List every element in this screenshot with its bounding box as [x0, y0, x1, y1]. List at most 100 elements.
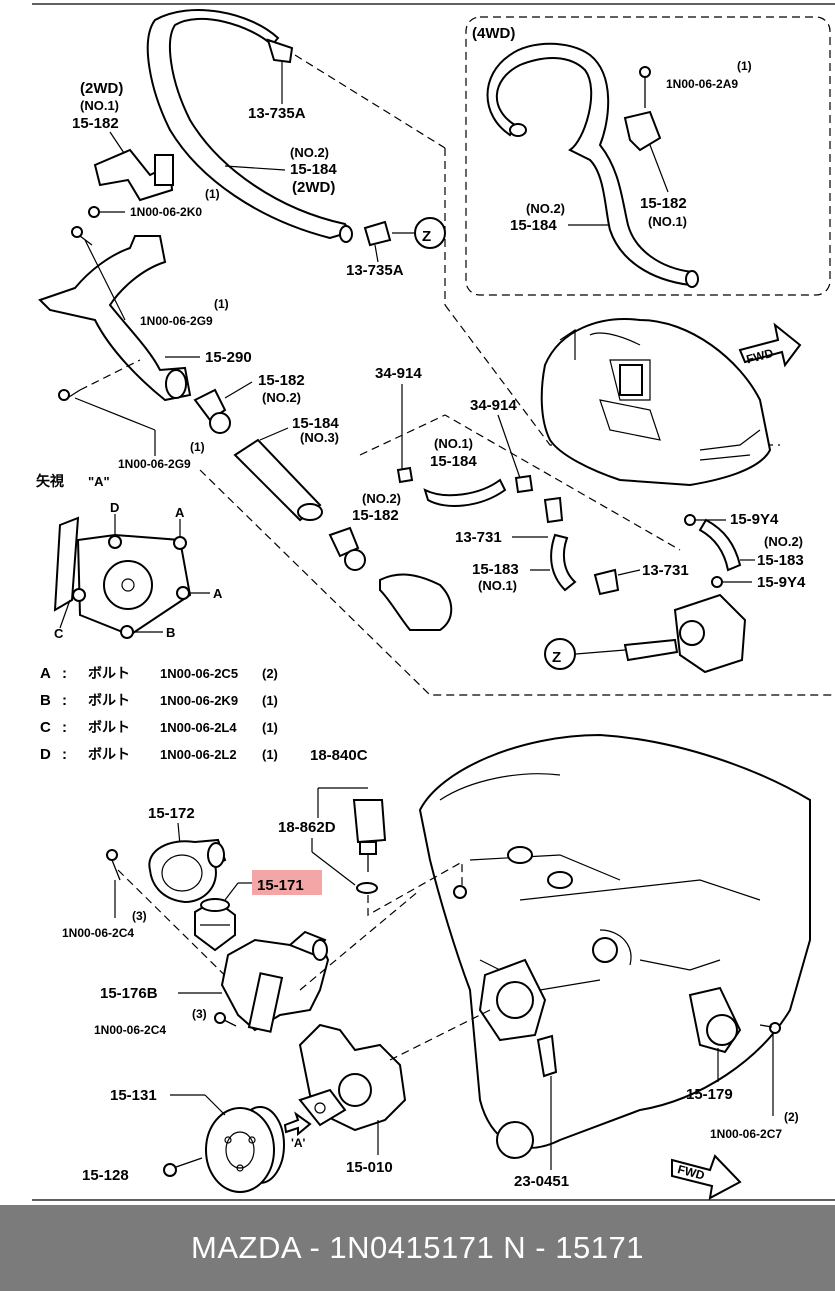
- label-18-840c: 18-840C: [310, 747, 368, 764]
- label-15-179: 15-179: [686, 1086, 733, 1103]
- label-view-a: "A": [88, 474, 110, 489]
- label-a-2: A: [213, 586, 223, 601]
- bolt-2c4-a: [106, 849, 121, 881]
- svg-text:ボルト: ボルト: [88, 720, 130, 736]
- engine-upper: [540, 318, 772, 487]
- label-d: D: [110, 500, 119, 515]
- label-qty-3-a: (3): [132, 909, 147, 923]
- label-15-9y4-a: 15-9Y4: [730, 511, 779, 528]
- clip-15-9y4-a: [684, 514, 696, 526]
- bolt-2g9-b: [58, 389, 81, 401]
- label-no1-a: (NO.1): [80, 98, 119, 113]
- label-15-9y4-b: 15-9Y4: [757, 574, 806, 591]
- label-b: B: [166, 625, 175, 640]
- clip-34-914-a: [396, 466, 414, 484]
- clip-34-914-b: [514, 474, 534, 494]
- label-15-183-b: 15-183: [757, 552, 804, 569]
- clamp-15-182-d: [328, 526, 366, 571]
- label-qty-2-a: (2): [784, 1110, 799, 1124]
- label-15-183-a: 15-183: [472, 561, 519, 578]
- footer-bar: MAZDA - 1N0415171 N - 15171: [0, 1205, 835, 1291]
- bolt-15-128: [163, 1157, 203, 1177]
- label-z-b: Z: [552, 649, 561, 666]
- part-number-caption: MAZDA - 1N0415171 N - 15171: [191, 1230, 644, 1265]
- clamp-13-735a-top: [266, 38, 294, 104]
- label-15-290: 15-290: [205, 349, 252, 366]
- svg-text:D: D: [40, 746, 51, 763]
- ref-z-b: [544, 638, 576, 670]
- bolt-2c4-b: [214, 1012, 237, 1027]
- pulley-15-131: [205, 1106, 285, 1193]
- part-15-179: [688, 986, 781, 1054]
- svg-text:ボルト: ボルト: [88, 693, 130, 709]
- clamp-bracket-15-182: [93, 148, 174, 202]
- svg-text::: :: [62, 665, 67, 682]
- highlight-15-171: [252, 870, 322, 895]
- bolt-row: B : ボルト 1N00-06-2K9 (1): [40, 692, 278, 709]
- label-no1-d: (NO.1): [434, 436, 473, 451]
- bolt-row: D : ボルト 1N00-06-2L2 (1): [40, 746, 278, 763]
- clamp-13-735a-b: [363, 220, 392, 263]
- label-15-128: 15-128: [82, 1167, 129, 1184]
- label-no3: (NO.3): [300, 430, 339, 445]
- water-pipe-15-290: [38, 235, 192, 402]
- view-a-pump: [53, 514, 210, 639]
- label-no2-b: (NO.2): [262, 390, 301, 405]
- label-qty-1-b: (1): [214, 297, 229, 311]
- clip-15-9y4-b: [711, 576, 723, 588]
- label-no2-c: (NO.2): [526, 201, 565, 216]
- label-4wd: (4WD): [472, 25, 515, 42]
- label-15-184-d: 15-184: [430, 453, 477, 470]
- fwd-arrow-b: FWD: [671, 1154, 742, 1200]
- label-no2-a: (NO.2): [290, 145, 329, 160]
- label-15-184-c: 15-184: [510, 217, 557, 234]
- hose-15-184-no1: [423, 478, 507, 507]
- thermostat-housing-15-176b: [220, 930, 330, 1033]
- label-13-735a-top: 13-735A: [248, 105, 306, 122]
- label-qty-3-b: (3): [192, 1007, 207, 1021]
- clamp-15-182-b: [193, 388, 231, 434]
- hose-15-184-no3: [233, 438, 323, 522]
- svg-text:(1): (1): [262, 720, 278, 735]
- label-15-182-c: 15-182: [640, 195, 687, 212]
- label-c: C: [54, 626, 64, 641]
- label-qty-1-d: (1): [737, 59, 752, 73]
- label-2a9: 1N00-06-2A9: [666, 77, 738, 91]
- label-2k0: 1N00-06-2K0: [130, 205, 202, 219]
- leader-dash: [294, 54, 446, 149]
- label-qty-1-a: (1): [205, 187, 220, 201]
- label-2c4-a: 1N00-06-2C4: [62, 926, 134, 940]
- label-no2-e: (NO.2): [764, 534, 803, 549]
- label-qty-1-c: (1): [190, 440, 205, 454]
- label-no1-c: (NO.1): [648, 214, 687, 229]
- sensor-18-840c: [352, 799, 387, 872]
- svg-text:FWD: FWD: [676, 1162, 706, 1183]
- bolt-2k0: [88, 206, 125, 218]
- label-a-1: A: [175, 505, 185, 520]
- bolt-row: A : ボルト 1N00-06-2C5 (2): [40, 665, 278, 682]
- label-2c7: 1N00-06-2C7: [710, 1127, 782, 1141]
- label-13-731-a: 13-731: [455, 529, 502, 546]
- svg-text:1N00-06-2L4: 1N00-06-2L4: [160, 720, 237, 735]
- label-15-010: 15-010: [346, 1159, 393, 1176]
- label-view: 矢視: [36, 473, 64, 490]
- label-2g9-a: 1N00-06-2G9: [140, 314, 213, 328]
- label-13-735a-b: 13-735A: [346, 262, 404, 279]
- parts-diagram: 13-735A (2WD) (NO.1) 15-182 (NO.2) 15-18…: [32, 3, 835, 1201]
- clamp-13-731-a: [543, 496, 564, 524]
- svg-text:1N00-06-2K9: 1N00-06-2K9: [160, 693, 238, 708]
- water-pump-15-010: [298, 1023, 407, 1132]
- label-15-182-b: 15-182: [258, 372, 305, 389]
- svg-text:1N00-06-2C5: 1N00-06-2C5: [160, 666, 238, 681]
- label-2c4-b: 1N00-06-2C4: [94, 1023, 166, 1037]
- inset-4wd-box: [465, 16, 831, 296]
- label-15-182-a: 15-182: [72, 115, 119, 132]
- gasket-18-862d: [356, 882, 378, 894]
- hose-15-183-no1: [550, 533, 577, 592]
- label-34-914-b: 34-914: [470, 397, 517, 414]
- svg-text::: :: [62, 692, 67, 709]
- guide-dash: [359, 414, 681, 551]
- svg-text:1N00-06-2L2: 1N00-06-2L2: [160, 747, 237, 762]
- clamp-4wd-15-182: [623, 110, 662, 152]
- label-arrow-a: 'A': [291, 1136, 306, 1150]
